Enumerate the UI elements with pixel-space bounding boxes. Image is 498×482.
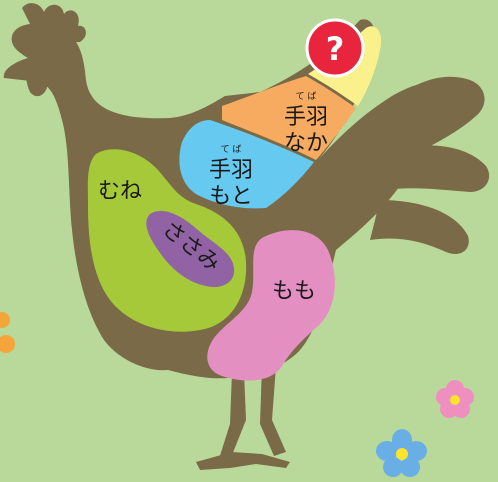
flower-icon xyxy=(436,380,474,418)
tebamoto-kanji: 手羽 xyxy=(209,158,253,183)
question-badge[interactable]: ? xyxy=(305,18,365,78)
flower-icon xyxy=(0,312,15,353)
tenderloin-sasami[interactable] xyxy=(146,210,235,288)
tebanaka-kanji: 手羽 xyxy=(284,105,328,130)
flower-icon xyxy=(376,429,427,477)
question-mark-icon: ? xyxy=(326,30,345,68)
tebanaka-label: て ば 手羽 なか xyxy=(284,91,328,156)
tebamoto-label: て ば 手羽 もと xyxy=(209,144,253,209)
tebamoto-kana: もと xyxy=(209,184,253,209)
tebanaka-ruby: て ば xyxy=(296,91,317,102)
wing-middle-tebanaka[interactable] xyxy=(222,76,356,160)
mune-label: むね xyxy=(98,179,142,204)
thigh-momo[interactable] xyxy=(207,230,335,381)
question-badge-circle xyxy=(305,18,365,78)
tebanaka-kana: なか xyxy=(284,131,328,156)
wing-root-tebamoto[interactable] xyxy=(179,120,314,209)
chicken-silhouette xyxy=(3,3,490,470)
momo-label: もも xyxy=(272,279,316,304)
tebamoto-ruby: て ば xyxy=(221,144,242,155)
